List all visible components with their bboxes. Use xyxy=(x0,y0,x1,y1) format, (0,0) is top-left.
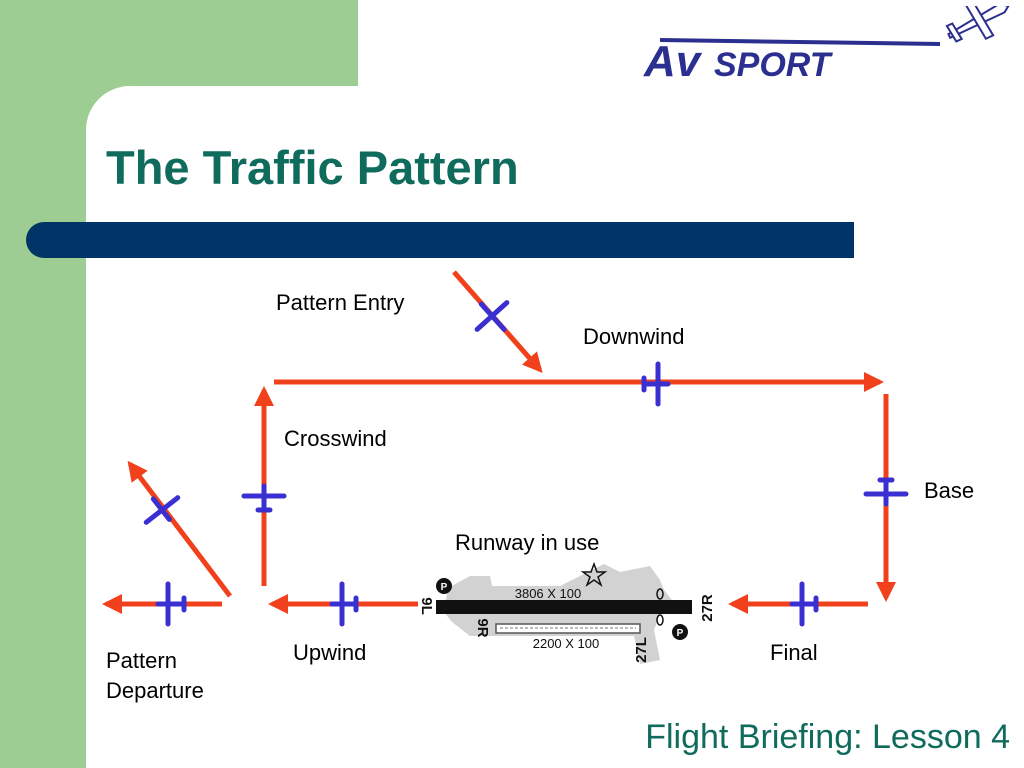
airplane-icon-departure-turn xyxy=(143,495,181,525)
avsport-logo: Av SPORT xyxy=(640,0,1016,86)
label-final: Final xyxy=(770,640,818,665)
airplane-icon-entry xyxy=(474,300,510,332)
airplane-icon-final xyxy=(789,581,819,627)
label-base: Base xyxy=(924,478,975,503)
logo-sport-text: SPORT xyxy=(714,46,834,84)
windsock-icon xyxy=(656,588,664,626)
label-downwind: Downwind xyxy=(583,324,685,349)
departure-turn-arrow xyxy=(127,460,232,598)
label-pattern-departure-line2: Departure xyxy=(106,678,204,703)
airplane-icon-crosswind xyxy=(241,483,287,513)
page-title: The Traffic Pattern xyxy=(106,141,519,194)
airplane-icon-departure xyxy=(155,581,187,627)
runway-main-size: 3806 X 100 xyxy=(515,586,582,601)
parking-label-1: P xyxy=(441,582,448,593)
footer-lesson-title: Flight Briefing: Lesson 4 xyxy=(645,718,1010,756)
runway-id-27l: 27L xyxy=(633,637,650,663)
airport-beacon-star-icon xyxy=(580,561,608,588)
background-green-left xyxy=(0,86,86,768)
airplane-icon-upwind xyxy=(329,581,359,627)
runway-id-9r: 9R xyxy=(474,618,491,637)
label-crosswind: Crosswind xyxy=(284,426,387,451)
parking-label-2: P xyxy=(677,628,684,639)
title-underline-bar xyxy=(26,222,854,258)
label-upwind: Upwind xyxy=(293,640,367,665)
runway-9l-27r xyxy=(436,600,692,614)
logo-airplane-icon xyxy=(945,0,1010,43)
airplane-icon-base xyxy=(863,477,909,507)
label-runway-in-use: Runway in use xyxy=(455,530,600,555)
runway-id-27r: 27R xyxy=(699,594,716,622)
runway-diagram: P P 3806 X 100 2200 X 100 9L 9R 27R 27L xyxy=(418,561,716,664)
runway-second-size: 2200 X 100 xyxy=(533,636,600,651)
runway-id-9l: 9L xyxy=(418,597,435,615)
parking-icon-1 xyxy=(436,578,452,594)
content-card xyxy=(86,86,1024,768)
logo-swoosh xyxy=(660,38,940,46)
parking-icon-2 xyxy=(672,624,688,640)
logo-av-text: Av xyxy=(643,37,703,86)
airplane-icon-downwind xyxy=(641,361,671,407)
label-pattern-entry: Pattern Entry xyxy=(276,290,405,315)
label-pattern-departure-line1: Pattern xyxy=(106,648,177,673)
